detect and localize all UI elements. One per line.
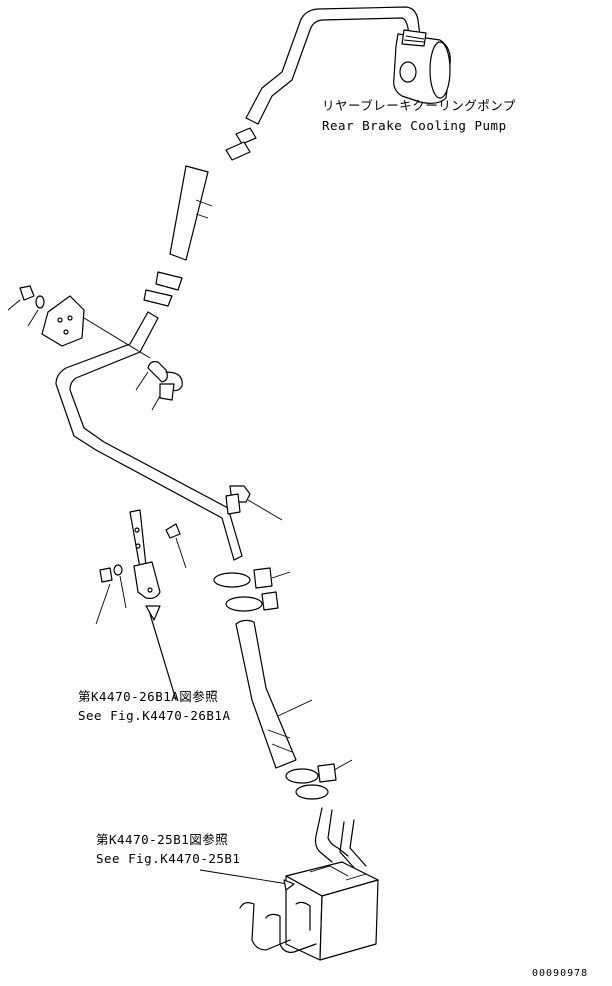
pump-label-japanese: リヤーブレーキクーリングポンプ bbox=[322, 98, 516, 113]
cooler-block bbox=[199, 807, 379, 961]
ref-label-2-english: See Fig.K4470-25B1 bbox=[96, 851, 241, 866]
upper-clamps bbox=[225, 127, 257, 161]
upper-hose bbox=[169, 165, 213, 261]
upper-tube bbox=[245, 6, 421, 125]
middle-clamps bbox=[143, 271, 183, 307]
ref-label-1-japanese: 第K4470-26B1A図参照 bbox=[78, 689, 219, 704]
bracket-lower bbox=[95, 509, 187, 701]
tube-bolt bbox=[225, 485, 283, 521]
pump-label-english: Rear Brake Cooling Pump bbox=[322, 118, 507, 133]
lower-clamps bbox=[213, 567, 291, 612]
main-tube bbox=[55, 311, 243, 561]
bracket-top bbox=[7, 285, 151, 359]
drawing-number: 00090978 bbox=[532, 968, 589, 979]
lower-hose bbox=[235, 619, 313, 769]
ref-label-2-japanese: 第K4470-25B1図参照 bbox=[96, 832, 229, 847]
rear-brake-cooling-pump bbox=[393, 29, 451, 104]
bottom-clamps bbox=[285, 759, 353, 800]
u-clamp bbox=[135, 361, 183, 411]
ref-label-1-english: See Fig.K4470-26B1A bbox=[78, 708, 231, 723]
